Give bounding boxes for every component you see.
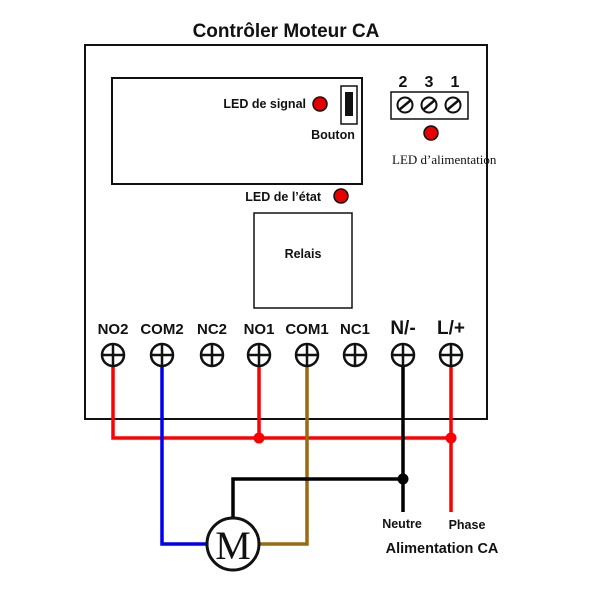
terminal-label-com1: COM1 — [285, 321, 328, 338]
terminal-com1-icon — [294, 342, 320, 368]
button-label: Bouton — [311, 128, 355, 142]
terminal-label-no1: NO1 — [244, 321, 275, 338]
junction-dot — [397, 473, 409, 485]
terminal-no1-icon — [246, 342, 272, 368]
junction-dot — [253, 432, 265, 444]
red-bus-wire — [111, 367, 451, 440]
top-terminal-label: 2 — [399, 74, 408, 91]
terminal-neutral-icon — [390, 342, 416, 368]
top-screw-terminals — [396, 96, 462, 114]
power-supply-label: Alimentation CA — [386, 541, 499, 557]
neutral-label: Neutre — [382, 517, 422, 531]
wires — [111, 367, 457, 546]
receiver-module — [111, 77, 363, 185]
terminal-label-nc1: NC1 — [340, 321, 370, 338]
motor-icon — [205, 516, 261, 572]
power-led — [423, 125, 439, 141]
signal-led — [312, 96, 328, 112]
power-led-label: LED d’alimentation — [392, 152, 497, 167]
terminal-label-com2: COM2 — [140, 321, 183, 338]
relay-box — [253, 212, 353, 309]
brown-wire — [259, 367, 309, 546]
top-terminal-label: 3 — [425, 74, 434, 91]
terminal-label-no2: NO2 — [98, 321, 129, 338]
terminal-com2-icon — [149, 342, 175, 368]
motor-label: M — [215, 523, 251, 568]
junction-dot — [445, 432, 457, 444]
terminal-no2-icon — [100, 342, 126, 368]
terminal-label-nc2: NC2 — [197, 321, 227, 338]
push-button-knob — [345, 92, 353, 116]
terminal-nc2-icon — [199, 342, 225, 368]
terminal-label-neutral: N/- — [390, 318, 415, 339]
signal-led-label: LED de signal — [223, 97, 306, 111]
phase-label: Phase — [449, 518, 486, 532]
terminal-label-live: L/+ — [437, 318, 465, 339]
terminal-nc1-icon — [342, 342, 368, 368]
blue-wire — [160, 367, 207, 546]
top-terminal-label: 1 — [451, 74, 460, 91]
status-led-label: LED de l’état — [245, 190, 322, 204]
relay-label: Relais — [285, 247, 322, 261]
bottom-screw-terminals — [100, 342, 464, 368]
terminal-live-icon — [438, 342, 464, 368]
diagram-title: Contrôler Moteur CA — [193, 21, 380, 42]
black-motor-wire — [231, 477, 403, 519]
status-led — [333, 188, 349, 204]
